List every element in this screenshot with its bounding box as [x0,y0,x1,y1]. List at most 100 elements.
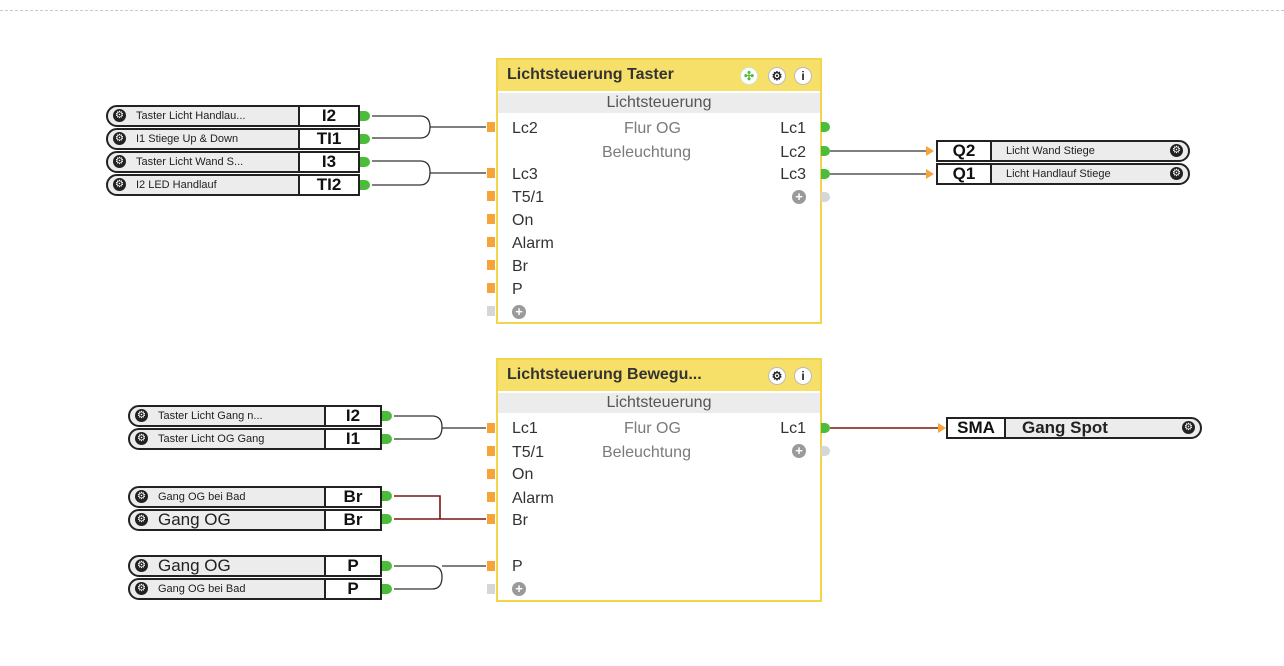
reference-code: P [324,578,382,600]
output-pin[interactable] [382,411,392,421]
output-lc1[interactable]: Lc1 [780,420,806,437]
function-block-lichtsteuerung-taster[interactable]: Lichtsteuerung Taster ✣ ⚙ i Lichtsteueru… [496,58,822,324]
input-alarm[interactable]: Alarm [512,235,554,252]
output-pin[interactable] [360,134,370,144]
input-br[interactable]: Br [512,258,528,275]
gear-icon[interactable]: ⚙ [135,582,148,595]
output-pin[interactable] [382,434,392,444]
input-lc2[interactable]: Lc2 [512,120,538,137]
gear-icon[interactable]: ⚙ [113,178,126,191]
input-reference[interactable]: ⚙ I1 Stiege Up & Down TI1 [106,128,360,150]
gear-icon[interactable]: ⚙ [113,109,126,122]
gear-icon[interactable]: ⚙ [113,132,126,145]
wire [394,495,441,519]
reference-label: Gang OG [158,511,231,529]
input-pin[interactable] [487,446,495,456]
input-reference[interactable]: ⚙ Taster Licht OG Gang I1 [128,428,382,450]
input-t5-1[interactable]: T5/1 [512,444,545,461]
gear-icon[interactable]: ⚙ [135,409,148,422]
output-reference[interactable]: SMA Gang Spot ⚙ [946,417,1202,439]
output-lc1[interactable]: Lc1 [780,120,806,137]
output-pin-empty[interactable] [821,192,830,202]
output-pin-empty[interactable] [821,446,830,456]
output-pin[interactable] [360,111,370,121]
input-on[interactable]: On [512,212,534,229]
input-lc1[interactable]: Lc1 [512,420,538,437]
wire [372,160,431,186]
block-title-bar[interactable]: Lichtsteuerung Bewegu... ⚙ i [498,360,820,391]
input-pin[interactable] [487,561,495,571]
output-pin[interactable] [382,561,392,571]
input-reference[interactable]: ⚙ Gang OG bei Bad Br [128,486,382,508]
reference-label: Gang OG bei Bad [158,583,246,595]
output-lc3[interactable]: Lc3 [780,166,806,183]
input-on[interactable]: On [512,466,534,483]
add-output-icon[interactable]: + [792,190,806,204]
input-reference[interactable]: ⚙ Gang OG Br [128,509,382,531]
input-pin[interactable] [487,469,495,479]
output-pin[interactable] [821,169,830,179]
input-pin[interactable] [487,122,495,132]
gear-icon[interactable]: ⚙ [135,490,148,503]
input-p[interactable]: P [512,281,523,298]
output-reference[interactable]: Q1 Licht Handlauf Stiege ⚙ [936,163,1190,185]
output-lc2[interactable]: Lc2 [780,144,806,161]
reference-label: Licht Handlauf Stiege [1006,168,1111,180]
gear-icon[interactable]: ⚙ [135,559,148,572]
output-pin[interactable] [382,514,392,524]
move-icon[interactable]: ✣ [740,67,758,85]
gear-icon[interactable]: ⚙ [113,155,126,168]
output-pin[interactable] [360,157,370,167]
input-pin-empty[interactable] [487,306,495,316]
input-pin[interactable] [487,214,495,224]
input-pin[interactable] [487,514,495,524]
output-pin[interactable] [821,122,830,132]
input-pin[interactable] [487,423,495,433]
settings-icon[interactable]: ⚙ [768,67,786,85]
gear-icon[interactable]: ⚙ [1182,421,1195,434]
input-pin[interactable] [487,168,495,178]
add-output-icon[interactable]: + [792,444,806,458]
output-pin[interactable] [821,423,830,433]
block-title-bar[interactable]: Lichtsteuerung Taster ✣ ⚙ i [498,60,820,91]
input-pin[interactable] [487,492,495,502]
input-reference[interactable]: ⚙ Taster Licht Handlau... I2 [106,105,360,127]
reference-code: P [324,555,382,577]
input-p[interactable]: P [512,558,523,575]
input-t5-1[interactable]: T5/1 [512,189,545,206]
output-pin[interactable] [821,146,830,156]
settings-icon[interactable]: ⚙ [768,367,786,385]
input-pin[interactable] [487,237,495,247]
input-reference[interactable]: ⚙ I2 LED Handlauf TI2 [106,174,360,196]
input-reference[interactable]: ⚙ Taster Licht Wand S... I3 [106,151,360,173]
output-pin[interactable] [360,180,370,190]
input-reference[interactable]: ⚙ Gang OG P [128,555,382,577]
gear-icon[interactable]: ⚙ [1170,167,1183,180]
input-alarm[interactable]: Alarm [512,490,554,507]
input-pin[interactable] [487,283,495,293]
gear-icon[interactable]: ⚙ [135,432,148,445]
input-reference[interactable]: ⚙ Taster Licht Gang n... I2 [128,405,382,427]
input-reference[interactable]: ⚙ Gang OG bei Bad P [128,578,382,600]
add-input-icon[interactable]: + [512,582,526,596]
input-pin[interactable] [487,191,495,201]
input-pin[interactable] [487,260,495,270]
gear-icon[interactable]: ⚙ [1170,144,1183,157]
block-title: Lichtsteuerung Bewegu... [507,366,702,383]
reference-code: SMA [946,417,1006,439]
arrow [926,146,934,156]
input-lc3[interactable]: Lc3 [512,166,538,183]
output-pin[interactable] [382,491,392,501]
output-pin[interactable] [382,584,392,594]
gear-icon[interactable]: ⚙ [135,513,148,526]
info-icon[interactable]: i [794,367,812,385]
reference-label: Taster Licht Wand S... [136,156,244,168]
output-reference[interactable]: Q2 Licht Wand Stiege ⚙ [936,140,1190,162]
info-icon[interactable]: i [794,67,812,85]
input-br[interactable]: Br [512,512,528,529]
function-block-lichtsteuerung-bewegung[interactable]: Lichtsteuerung Bewegu... ⚙ i Lichtsteuer… [496,358,822,602]
block-note-2: Beleuchtung [602,444,691,461]
add-input-icon[interactable]: + [512,305,526,319]
input-pin-empty[interactable] [487,584,495,594]
